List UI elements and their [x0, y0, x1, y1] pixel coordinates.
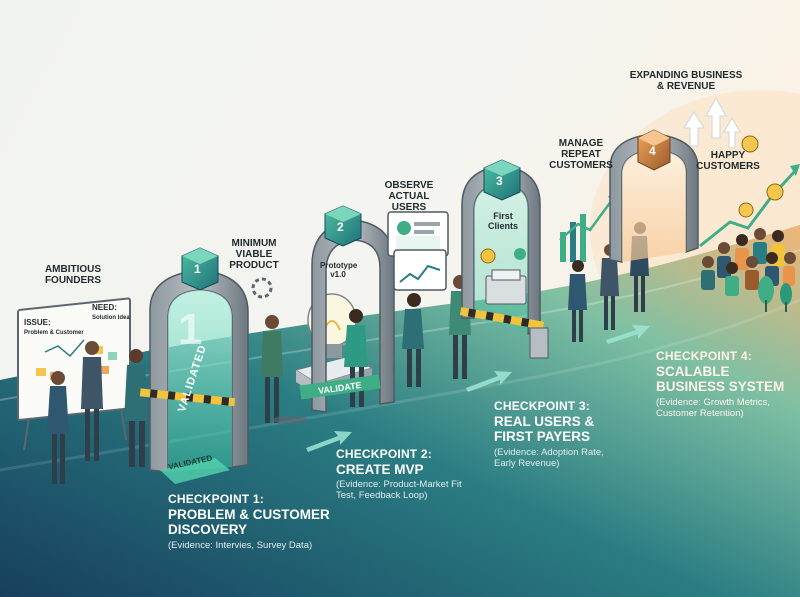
dashboard-screens	[387, 211, 449, 291]
ambitious-founders-label: AMBITIOUS FOUNDERS	[44, 264, 102, 287]
checkpoint-4: CHECKPOINT 4: SCALABLE BUSINESS SYSTEM (…	[656, 349, 785, 420]
gate-2-number: 2	[337, 220, 344, 234]
checkpoint-2-kicker: CHECKPOINT 2:	[336, 447, 432, 461]
checkpoint-1-title-line2: DISCOVERY	[168, 522, 248, 538]
tree-icons	[758, 276, 792, 312]
checkpoint-1-kicker: CHECKPOINT 1:	[168, 492, 264, 506]
checkpoint-2: CHECKPOINT 2: CREATE MVP (Evidence: Prod…	[336, 447, 462, 502]
checkpoint-1-title-line1: PROBLEM & CUSTOMER	[168, 506, 330, 522]
checkpoint-3-kicker: CHECKPOINT 3:	[494, 399, 590, 413]
first-clients-label: First Clients	[487, 211, 518, 231]
gate-3	[459, 159, 549, 359]
mvp-label: MINIMUM VIABLE PRODUCT	[229, 238, 279, 272]
board-need: NEED:Solution Idea	[92, 303, 130, 321]
checkpoint-1-evidence: (Evidence: Intervies, Survey Data)	[168, 539, 313, 551]
founder-figures	[47, 341, 148, 484]
gate-1-number: 1	[194, 262, 201, 276]
checkpoint-4-title-line1: SCALABLE	[656, 363, 730, 379]
smiley-icon	[738, 135, 784, 218]
checkpoint-1: CHECKPOINT 1: PROBLEM & CUSTOMER DISCOVE…	[168, 492, 330, 552]
gate-3-number: 3	[496, 174, 503, 188]
checkpoint-4-kicker: CHECKPOINT 4:	[656, 349, 752, 363]
checkpoint-3: CHECKPOINT 3: REAL USERS & FIRST PAYERS …	[494, 399, 604, 470]
checkpoint-2-evidence-line1: (Evidence: Product-Market Fit	[336, 479, 462, 491]
checkpoint-4-title-line2: BUSINESS SYSTEM	[656, 379, 785, 395]
checkpoint-3-title-line1: REAL USERS &	[494, 413, 595, 429]
observe-users-label: OBSERVE ACTUAL USERS	[384, 180, 434, 214]
gate-1-glow-number: 1	[178, 305, 203, 354]
board-issue: ISSUE:Problem & Customer	[24, 318, 84, 336]
checkpoint-4-evidence-line2: Customer Retention)	[656, 407, 744, 419]
expanding-business-label: EXPANDING BUSINESS & REVENUE	[629, 70, 743, 93]
expansion-arrows	[683, 96, 741, 149]
gate-4-number: 4	[649, 144, 656, 158]
manage-repeat-label: MANAGE REPEAT CUSTOMERS	[549, 138, 613, 172]
prototype-label: Prototype v1.0	[320, 261, 358, 279]
checkpoint-4-evidence-line1: (Evidence: Growth Metrics,	[656, 396, 771, 408]
happy-customer-crowd	[701, 228, 796, 296]
gate-1	[139, 247, 249, 484]
gate-4	[609, 129, 699, 263]
ground-path	[0, 225, 800, 597]
happy-customers-label: HAPPY CUSTOMERS	[696, 150, 760, 173]
checkpoint-3-evidence-line2: Early Revenue)	[494, 457, 560, 469]
checkpoint-2-title-line1: CREATE MVP	[336, 461, 424, 477]
path-arrows	[306, 325, 650, 452]
checkpoint-3-title-line2: FIRST PAYERS	[494, 429, 591, 445]
gate-2	[299, 205, 395, 413]
checkpoint-3-evidence-line1: (Evidence: Adoption Rate,	[494, 446, 604, 458]
checkpoint-2-evidence-line2: Test, Feedback Loop)	[336, 490, 428, 502]
